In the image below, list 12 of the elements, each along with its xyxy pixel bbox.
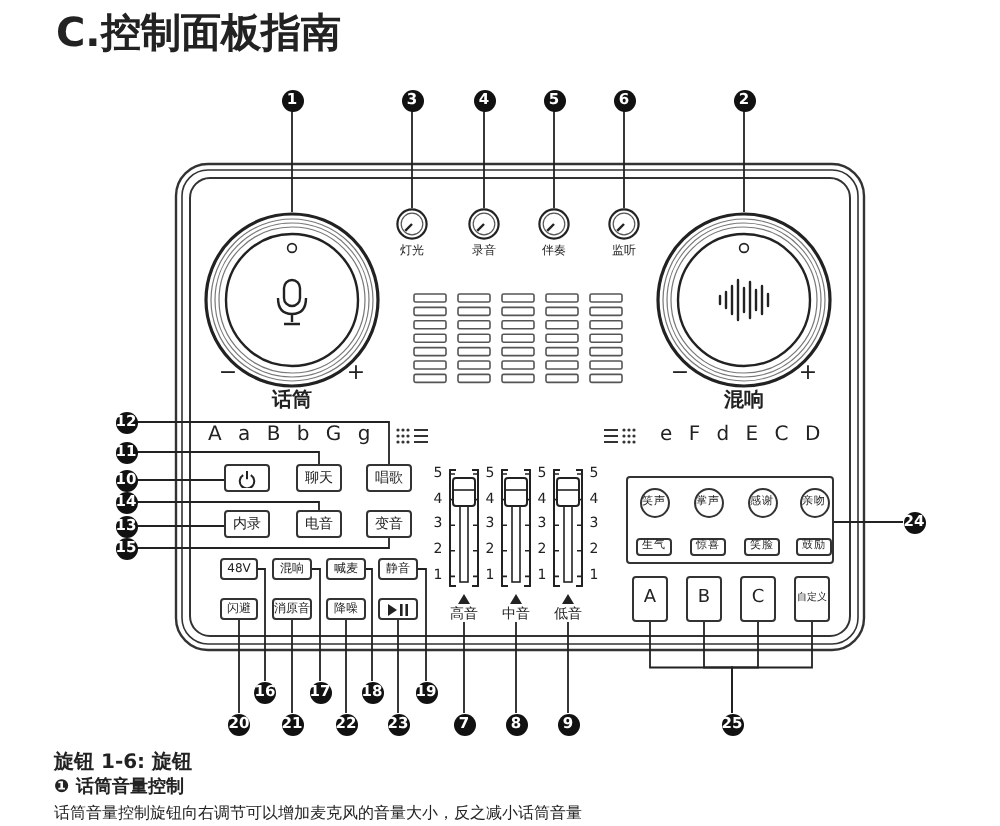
description-text: 话筒音量控制旋钮向右调节可以增加麦克风的音量大小，反之减小话筒音量 <box>54 806 582 822</box>
key-scale-label: A a B b G g <box>208 426 371 446</box>
key-scale-label: e F d E C D <box>660 426 821 446</box>
knob-label: 混响 <box>724 392 764 412</box>
knob-range-label: − <box>218 361 238 383</box>
knob-label: 话筒 <box>272 392 312 412</box>
page-title: C.控制面板指南 <box>56 12 341 52</box>
knob-range-label: − <box>670 361 690 383</box>
knob-range-label: + <box>798 361 818 383</box>
knob-range-label: + <box>346 361 366 383</box>
item-heading: ❶ 话筒音量控制 <box>54 780 184 798</box>
section-heading: 旋钮 1-6: 旋钮 <box>54 754 193 774</box>
